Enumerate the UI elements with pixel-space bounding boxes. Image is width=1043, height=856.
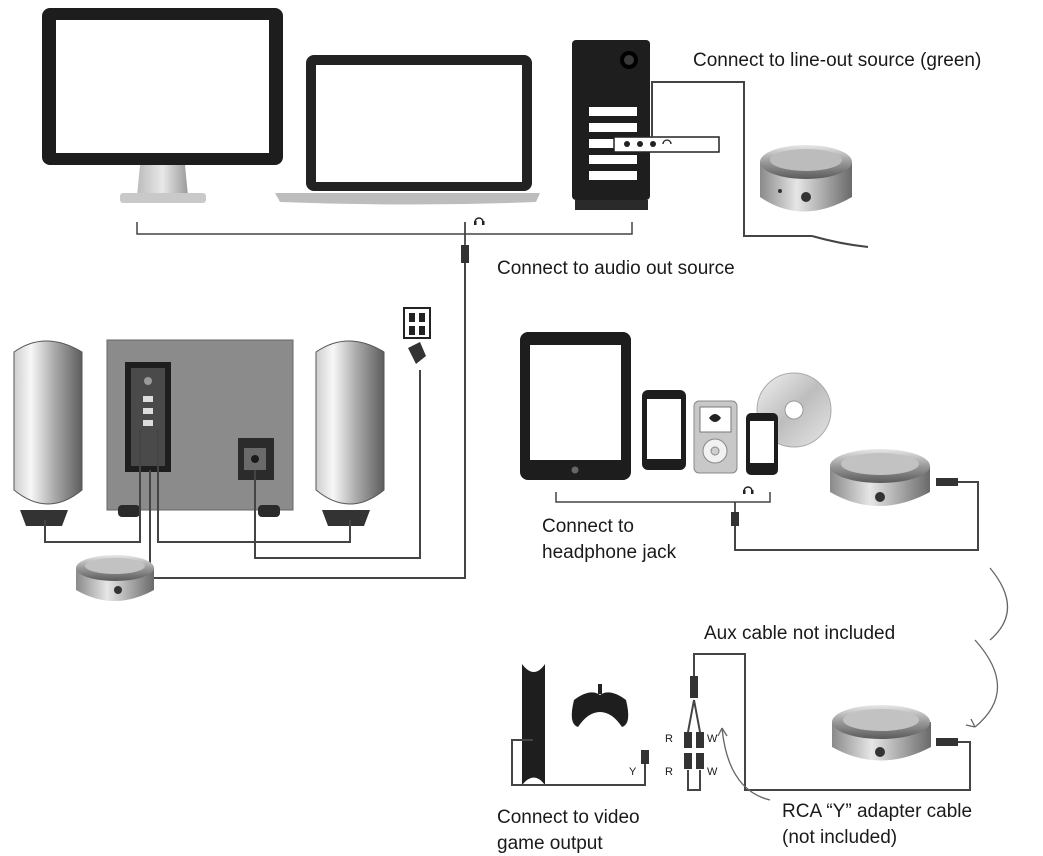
audio-out-label: Connect to audio out source [497,258,735,279]
monitor-icon [42,8,283,203]
jack-letter-r-bottom: R [665,766,673,778]
aux-arrow-upper [989,567,1009,641]
game-label-line2: game output [497,833,603,854]
line-out-label: Connect to line-out source (green) [693,50,982,71]
headphone-icon [743,486,754,494]
headphone-label-line1: Connect to [542,516,634,537]
game-console-icon [522,664,545,785]
jack-letter-w-top: W [707,733,718,745]
game-label-line1: Connect to video [497,807,640,828]
laptop-icon [275,55,540,205]
subwoofer [106,339,294,517]
control-pod-top [760,145,852,212]
aux-arrow-lower [974,639,998,728]
rca-label-line1: RCA “Y” adapter cable [782,801,973,822]
right-satellite-speaker [315,340,385,526]
jack-letter-w-bottom: W [707,766,718,778]
left-satellite-speaker [13,340,83,526]
music-player-icon [693,400,738,474]
aux-label: Aux cable not included [704,623,896,644]
video-out-cable [511,739,646,786]
power-cable [254,370,421,559]
source-bracket [136,222,633,235]
smartphone-icon [642,390,686,470]
game-controller-icon [571,684,629,727]
audio-in-cable [150,263,466,579]
rca-arrow [721,727,771,801]
control-pod-middle [830,449,958,506]
headphone-label-line2: headphone jack [542,542,677,563]
left-speaker-cable [44,430,141,543]
control-pod-bottom [832,705,958,761]
jack-letter-r-top: R [665,733,673,745]
mobile-bracket [555,492,771,503]
audio-jack-plug [461,245,469,263]
rca-y-adapter [684,653,971,791]
jack-letter-y: Y [629,766,637,778]
headphone-icon [474,217,485,225]
power-outlet-icon [403,307,431,364]
rca-label-line2: (not included) [782,827,898,848]
phone-icon [746,413,778,475]
tablet-icon [520,332,631,480]
desktop-tower-icon [572,40,720,210]
line-out-cable [651,81,812,237]
headphone-cable [734,481,979,551]
control-pod-left [76,555,154,601]
